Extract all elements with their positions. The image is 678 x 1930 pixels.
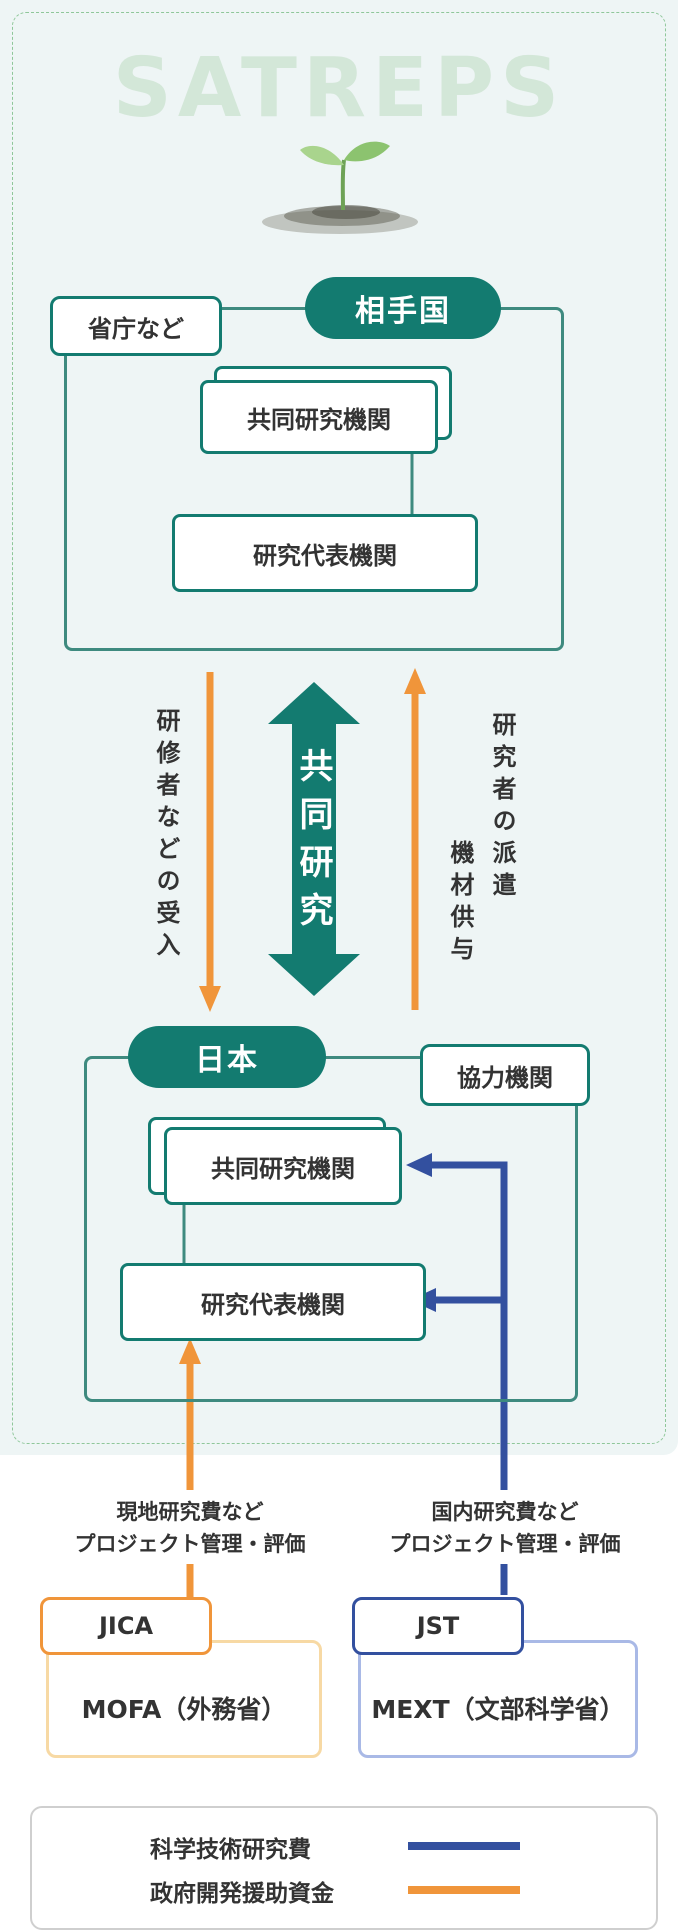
legend-science-swatch <box>408 1842 520 1850</box>
partner-ministry-box: 省庁など <box>50 296 222 356</box>
japan-joint-research-box: 共同研究機関 <box>164 1127 402 1205</box>
arrow-up-right <box>404 668 426 694</box>
satreps-watermark: SATREPS <box>112 41 566 136</box>
trainee-label: 研修者などの受入 <box>152 708 180 964</box>
japan-frame <box>84 1056 578 1402</box>
japan-title: 日本 <box>128 1026 326 1088</box>
legend-box: 科学技術研究費 政府開発援助資金 <box>30 1806 658 1930</box>
cooperating-institutions-box: 協力機関 <box>420 1044 590 1106</box>
oda-funding-line2: プロジェクト管理・評価 <box>74 1532 306 1556</box>
oda-funding-line1: 現地研究費など <box>116 1500 264 1524</box>
legend-oda-swatch <box>408 1886 520 1894</box>
arrow-down-left <box>199 986 221 1012</box>
legend-science-label: 科学技術研究費 <box>150 1837 311 1863</box>
seedling-icon <box>262 141 418 234</box>
dashed-border <box>12 12 666 1444</box>
double-arrow-center <box>268 682 360 996</box>
mofa-box: MOFA（外務省） <box>46 1640 322 1758</box>
oda-funding-label: 現地研究費など プロジェクト管理・評価 <box>40 1496 340 1560</box>
equipment-label: 機材供与 <box>446 840 474 968</box>
jst-box: JST <box>352 1597 524 1655</box>
partner-joint-research-box: 共同研究機関 <box>200 380 438 454</box>
partner-lead-research-box: 研究代表機関 <box>172 514 478 592</box>
science-funding-line1: 国内研究費など <box>431 1500 579 1524</box>
science-funding-label: 国内研究費など プロジェクト管理・評価 <box>355 1496 655 1560</box>
background-panel <box>0 0 678 1455</box>
joint-research-label: 共同研究 <box>293 748 333 940</box>
researcher-dispatch-label: 研究者の派遣 <box>488 712 516 904</box>
japan-lead-research-box: 研究代表機関 <box>120 1263 426 1341</box>
science-funding-line2: プロジェクト管理・評価 <box>389 1532 621 1556</box>
jica-box: JICA <box>40 1597 212 1655</box>
legend-oda-label: 政府開発援助資金 <box>150 1881 334 1907</box>
partner-country-title: 相手国 <box>305 277 501 339</box>
mext-box: MEXT（文部科学省） <box>358 1640 638 1758</box>
